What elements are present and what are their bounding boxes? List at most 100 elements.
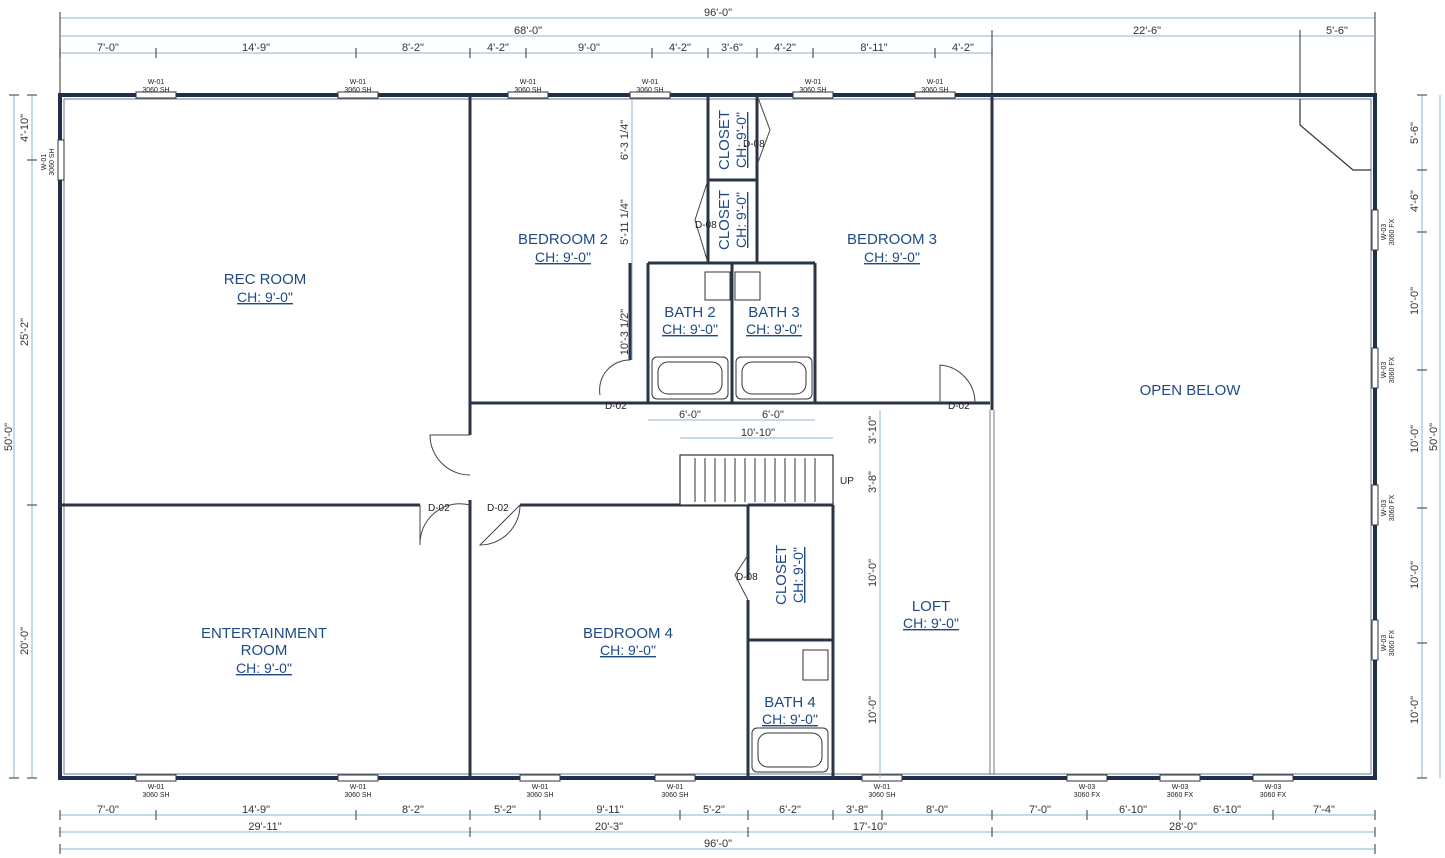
dim-bot-0: 7'-0" [97, 804, 119, 816]
bath3-ch: CH: 9'-0" [746, 321, 802, 337]
dim-right-2: 10'-0" [1409, 287, 1421, 315]
dim-top-right2: 5'-6" [1326, 25, 1348, 37]
dim-bot2-1: 20'-3" [595, 821, 623, 833]
win-tag-b8: W-03 [1265, 784, 1282, 791]
closet1-ch: CH: 9'-0" [733, 112, 749, 168]
ent-room-ch: CH: 9'-0" [236, 660, 292, 676]
closet2-name: CLOSET [716, 190, 733, 250]
door-tag-closet1: D-08 [695, 220, 717, 231]
dim-left-total: 50'-0" [3, 423, 15, 451]
dim-top-6: 3'-6" [721, 42, 743, 54]
bed3-ch: CH: 9'-0" [864, 249, 920, 265]
win-spec-b7: 3060 FX [1167, 792, 1194, 799]
left-dimensions: 50'-0" 4'-10" 25'-2" 20'-0" [3, 94, 37, 779]
dim-bot-12: 7'-4" [1313, 804, 1335, 816]
win-tag-b1: W-01 [148, 784, 165, 791]
win-tag-t6: W-01 [927, 79, 944, 86]
bottom-dimensions: 7'-0" 14'-9" 8'-2" 5'-2" 9'-11" 5'-2" 6'… [59, 804, 1376, 854]
dim-inner-e: 6'-0" [762, 409, 784, 421]
top-dimensions: 96'-0" 68'-0" 22'-6" 5'-6" 7'-0" 14'-9" … [59, 7, 1376, 95]
bed4-name: BEDROOM 4 [583, 625, 673, 642]
win-spec-b5: 3060 SH [868, 792, 895, 799]
win-tag-t5: W-01 [805, 79, 822, 86]
dim-bot-3: 5'-2" [494, 804, 516, 816]
win-spec-t5: 3060 SH [799, 87, 826, 94]
stairs: UP [694, 458, 854, 502]
win-tag-t3: W-01 [520, 79, 537, 86]
loft-name: LOFT [912, 598, 950, 615]
win-tag-t1: W-01 [148, 79, 165, 86]
win-tag-b6: W-03 [1079, 784, 1096, 791]
win-tag-t4: W-01 [642, 79, 659, 86]
dim-right-3: 10'-0" [1409, 425, 1421, 453]
bed2-ch: CH: 9'-0" [535, 249, 591, 265]
closet1-name: CLOSET [716, 110, 733, 170]
bed3-name: BEDROOM 3 [847, 231, 937, 248]
win-spec-b3: 3060 SH [526, 792, 553, 799]
dim-bot-7: 3'-8" [846, 804, 868, 816]
ent-room-name2: ROOM [241, 642, 288, 659]
dim-bot-10: 6'-10" [1119, 804, 1147, 816]
dim-bot-9: 7'-0" [1029, 804, 1051, 816]
ent-room-name: ENTERTAINMENT [201, 625, 327, 642]
dim-right-5: 10'-0" [1409, 696, 1421, 724]
dim-inner-g: 3'-10" [867, 416, 879, 444]
dim-inner-i: 10'-0" [867, 559, 879, 587]
win-tag-r3: W-03 [1381, 500, 1388, 517]
door-tag-bed3: D-02 [948, 401, 970, 412]
door-tag-bed4: D-02 [487, 503, 509, 514]
rec-room-ch: CH: 9'-0" [237, 289, 293, 305]
dim-inner-a: 6'-3 1/4" [619, 120, 631, 160]
win-tag-b4: W-01 [667, 784, 684, 791]
windows-top [57, 91, 956, 181]
doors [419, 94, 976, 601]
bath-fixtures [651, 271, 829, 773]
bath2-name: BATH 2 [664, 304, 715, 321]
dim-top-right: 22'-6" [1133, 25, 1161, 37]
dim-bot-8: 8'-0" [926, 804, 948, 816]
win-tag-l1: W-01 [41, 154, 48, 171]
closet3-ch: CH: 9'-0" [790, 547, 806, 603]
dim-bot-11: 6'-10" [1213, 804, 1241, 816]
win-tag-t2: W-01 [350, 79, 367, 86]
dim-top-4: 9'-0" [578, 42, 600, 54]
rec-room-name: REC ROOM [224, 271, 307, 288]
win-tag-r4: W-03 [1381, 635, 1388, 652]
dim-bot2-0: 29'-11" [248, 821, 281, 833]
win-tag-r2: W-03 [1381, 362, 1388, 379]
dim-inner-f: 10'-10" [741, 427, 775, 439]
win-spec-b8: 3060 FX [1260, 792, 1287, 799]
bath4-ch: CH: 9'-0" [762, 711, 818, 727]
win-spec-t4: 3060 SH [636, 87, 663, 94]
win-spec-b2: 3060 SH [344, 792, 371, 799]
dim-bot2-2: 17'-10" [853, 821, 887, 833]
win-spec-b4: 3060 SH [661, 792, 688, 799]
bath3-name: BATH 3 [748, 304, 799, 321]
win-spec-b6: 3060 FX [1074, 792, 1101, 799]
dim-inner-h: 3'-8" [867, 471, 879, 493]
win-spec-r3: 3060 FX [1389, 494, 1396, 521]
door-tag-ent: D-02 [428, 503, 450, 514]
dim-top-2: 8'-2" [402, 42, 424, 54]
dim-top-7: 4'-2" [774, 42, 796, 54]
dim-left-2: 20'-0" [19, 627, 31, 655]
dim-top-5: 4'-2" [669, 42, 691, 54]
dim-right-4: 10'-0" [1409, 561, 1421, 589]
dim-right-1: 4'-6" [1409, 190, 1421, 212]
win-spec-t2: 3060 SH [344, 87, 371, 94]
dim-bot-6: 6'-2" [779, 804, 801, 816]
win-spec-b1: 3060 SH [142, 792, 169, 799]
win-spec-r4: 3060 FX [1389, 629, 1396, 656]
windows-right [1371, 209, 1379, 661]
bed2-name: BEDROOM 2 [518, 231, 608, 248]
dim-bot-1: 14'-9" [242, 804, 270, 816]
closet3-name: CLOSET [773, 545, 790, 605]
inner-dimensions: 6'-3 1/4" 5'-11 1/4" 10'-3 1/2" 6'-0" 6'… [619, 100, 881, 778]
dim-top-1: 14'-9" [242, 42, 270, 54]
dim-bot-4: 9'-11" [596, 804, 623, 816]
win-spec-t1: 3060 SH [142, 87, 169, 94]
door-tag-closet3: D-08 [736, 572, 758, 583]
dim-bot-total: 96'-0" [704, 838, 732, 850]
dim-left-0: 4'-10" [19, 114, 31, 142]
